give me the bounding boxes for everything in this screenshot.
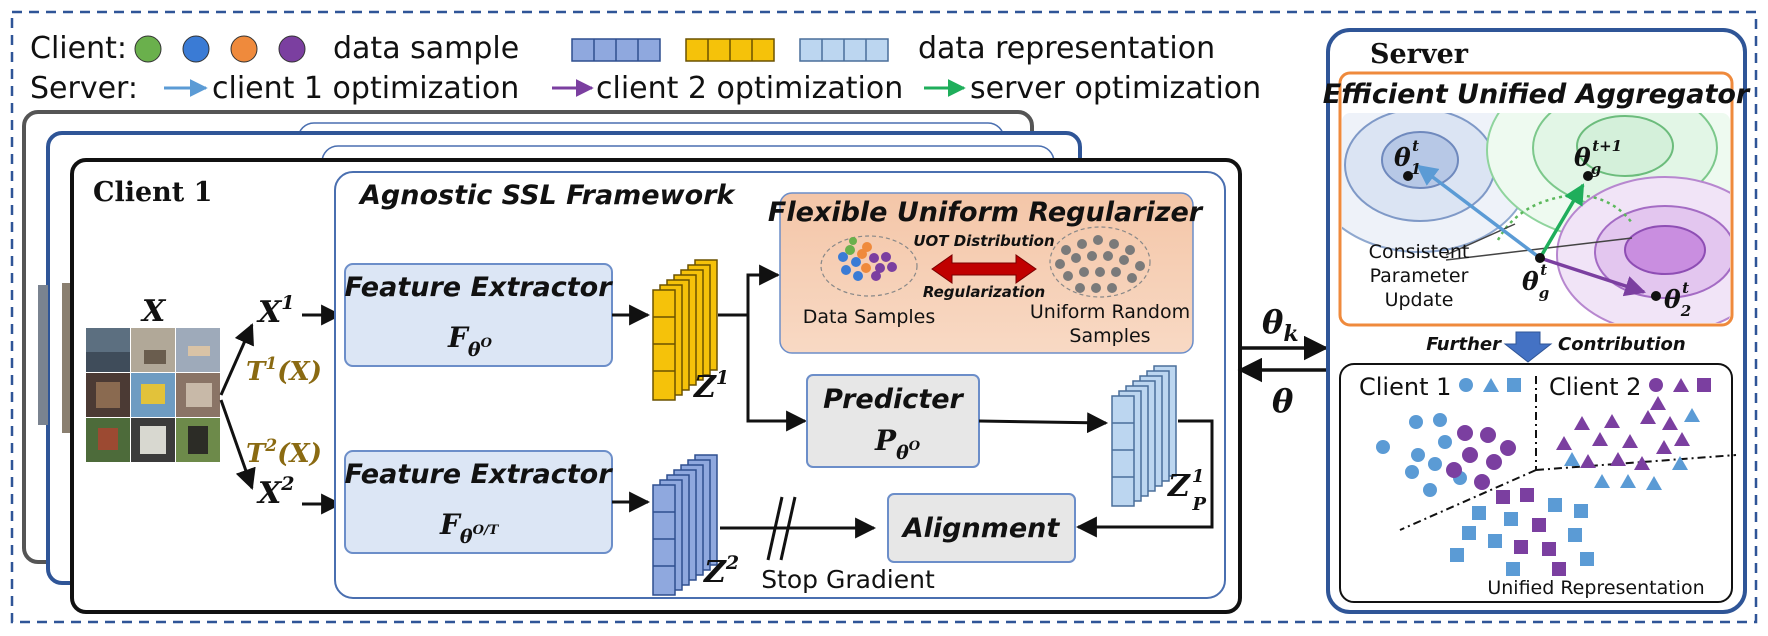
input-x-label: X xyxy=(140,294,167,329)
split-arrow-bottom xyxy=(219,399,256,490)
consistent-line3: Update xyxy=(1385,289,1454,311)
uniform-sample-dots xyxy=(1055,235,1145,293)
contribution-text: Contribution xyxy=(1558,334,1686,355)
data-samples-cluster xyxy=(820,235,918,297)
server-panel: Server Efficient Unified Aggregator xyxy=(1323,28,1751,614)
data-sample-dots xyxy=(838,237,897,281)
cluster-divider xyxy=(1399,376,1737,531)
aggregator-box: Efficient Unified Aggregator xyxy=(1323,71,1751,327)
legend: Client: data sample data representation … xyxy=(30,31,1261,106)
fe2-title: Feature Extractor xyxy=(344,459,613,490)
legend-opt3-text: server optimization xyxy=(970,71,1261,106)
legend-sample-text: data sample xyxy=(333,31,519,66)
communication-arrows: θk θ xyxy=(1237,303,1329,420)
legend-sample-dot-2 xyxy=(182,35,210,63)
arrow-z1-to-regularizer xyxy=(718,264,781,317)
z2-feature-stack xyxy=(652,454,718,596)
x1-label: X1 xyxy=(256,292,295,330)
unified-representation-text: Unified Representation xyxy=(1487,577,1704,599)
z2-label: Z2 xyxy=(703,552,739,590)
x2-label: X2 xyxy=(256,473,295,511)
legend-representation-text: data representation xyxy=(918,31,1215,66)
split-arrow-top xyxy=(219,323,254,396)
predicter-formula: PθO xyxy=(874,424,921,464)
cluster-bottom xyxy=(1450,488,1594,576)
client2-update-arrow xyxy=(1539,256,1646,297)
double-arrow-regularization xyxy=(931,254,1037,284)
legend-sample-dot-1 xyxy=(134,35,162,63)
contribution-down-arrow xyxy=(1503,331,1553,363)
t1-label: T1(X) xyxy=(246,354,322,387)
uniform-samples-cluster xyxy=(1049,226,1151,298)
stop-gradient-mark-1 xyxy=(766,496,784,561)
consistent-callout-line-2 xyxy=(1445,237,1633,261)
legend-server-label: Server: xyxy=(30,71,138,106)
server-update-arrow xyxy=(1538,183,1585,259)
server-title: Server xyxy=(1370,39,1469,70)
uot-distribution-text: UOT Distribution xyxy=(913,232,1054,250)
further-text: Further xyxy=(1426,334,1502,355)
zp-feature-stack xyxy=(1111,365,1177,507)
fe1-formula: FθO xyxy=(447,321,493,361)
uniform-samples-line2: Samples xyxy=(1069,325,1150,347)
unified-representation-box: Client 1 Client 2 xyxy=(1339,363,1737,603)
legend-rep-blue xyxy=(571,38,661,62)
data-samples-text: Data Samples xyxy=(803,306,936,328)
z1-label: Z1 xyxy=(693,367,729,405)
input-image-grid: X xyxy=(86,294,220,462)
alignment-box: Alignment xyxy=(887,493,1076,563)
alignment-title: Alignment xyxy=(901,513,1061,544)
theta1-label: θ1t xyxy=(1394,137,1421,178)
framework-title: Agnostic SSL Framework xyxy=(358,180,736,211)
legend-sample-dot-4 xyxy=(278,35,306,63)
thetag-label: θgt xyxy=(1522,261,1549,302)
uniform-samples-line1: Uniform Random xyxy=(1030,301,1190,323)
t2-label: T2(X) xyxy=(246,436,322,469)
client-1-title: Client 1 xyxy=(93,177,212,208)
theta-k-label: θk xyxy=(1262,303,1299,347)
feature-extractor-2: Feature Extractor FθO/T xyxy=(344,450,613,554)
client2-legend-text: Client 2 xyxy=(1549,373,1641,401)
arrow-z1-to-predicter xyxy=(746,315,808,432)
consistent-line1: Consistent xyxy=(1369,241,1470,263)
z1-feature-stack xyxy=(652,259,718,401)
stop-gradient-text: Stop Gradient xyxy=(761,565,935,594)
legend-rep-lightblue xyxy=(799,38,889,62)
client1-update-arrow xyxy=(1416,164,1542,260)
regularizer-title: Flexible Uniform Regularizer xyxy=(768,197,1204,228)
aggregator-title: Efficient Unified Aggregator xyxy=(1323,79,1751,110)
legend-opt1-text: client 1 optimization xyxy=(212,71,519,106)
client-1-card: Client 1 X X1 X2 T1(X) xyxy=(70,158,1242,614)
theta2-label: θ2t xyxy=(1664,279,1691,320)
consistent-line2: Parameter xyxy=(1370,265,1469,287)
legend-opt2-text: client 2 optimization xyxy=(596,71,903,106)
fe1-title: Feature Extractor xyxy=(344,272,613,303)
thetag-next-label: θgt+1 xyxy=(1574,137,1622,178)
arrow-zp-to-alignment xyxy=(1075,419,1214,538)
theta-label: θ xyxy=(1272,382,1294,420)
cluster-right xyxy=(1556,396,1700,490)
regularization-text: Regularization xyxy=(923,283,1045,301)
outer-dashed-frame xyxy=(10,10,1758,624)
legend-rep-yellow xyxy=(685,38,775,62)
client1-legend-text: Client 1 xyxy=(1359,373,1451,401)
cluster-left xyxy=(1376,413,1516,497)
legend-client-label: Client: xyxy=(30,31,127,66)
legend-sample-dot-3 xyxy=(230,35,258,63)
stop-gradient-mark-2 xyxy=(779,496,797,561)
predicter-title: Predicter xyxy=(823,384,964,415)
uniform-regularizer-box: Flexible Uniform Regularizer UOT Distrib… xyxy=(768,192,1204,354)
predicter-box: Predicter PθO xyxy=(806,374,980,468)
fe2-formula: FθO/T xyxy=(439,508,500,548)
arrow-predicter-to-zp xyxy=(978,412,1109,434)
feature-extractor-1: Feature Extractor FθO xyxy=(344,263,613,367)
